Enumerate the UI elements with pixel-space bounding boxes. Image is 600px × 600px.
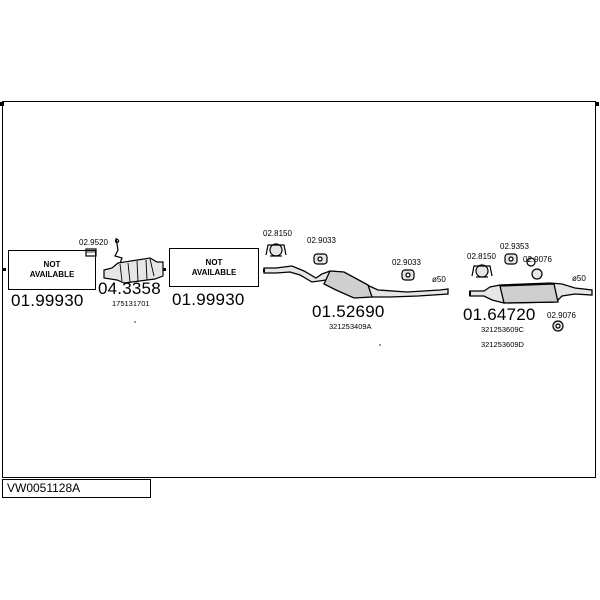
- not-available-box-middle: NOT AVAILABLE: [169, 248, 259, 287]
- hanger-b-drawing: [401, 269, 415, 281]
- part-number-hanger-d: 02.9076: [523, 255, 552, 264]
- part-number-hanger-b: 02.9033: [392, 258, 421, 267]
- part-number-clamp-a: 02.8150: [263, 229, 292, 238]
- catalyst-bracket-drawing: [114, 237, 123, 267]
- part-number-rear-silencer: 01.64720: [463, 305, 536, 324]
- hanger-a-drawing: [313, 253, 328, 265]
- part-tick-left: [3, 268, 6, 271]
- middle-silencer-drawing: [263, 265, 449, 299]
- clamp-b-drawing: [471, 264, 493, 278]
- hanger-c-drawing: [504, 253, 518, 265]
- diameter-label-b: ø50: [572, 274, 586, 283]
- hanger-d-drawing: [526, 257, 543, 280]
- not-available-line2: AVAILABLE: [191, 267, 237, 277]
- part-number-catalyst-gasket: 02.9520: [79, 238, 108, 247]
- part-number-middle-na: 01.99930: [172, 290, 245, 309]
- diameter-label-a: ø50: [432, 275, 446, 284]
- not-available-line1: NOT: [43, 260, 61, 269]
- frame-tick-left: [0, 102, 4, 106]
- rear-silencer-drawing: [469, 282, 593, 304]
- oem-middle-silencer: 321253409A: [329, 322, 372, 331]
- dot-mark: [134, 321, 136, 323]
- part-number-hanger-a: 02.9033: [307, 236, 336, 245]
- catalog-code: VW0051128A: [2, 479, 151, 498]
- catalyst-gasket-drawing: [85, 248, 97, 257]
- part-number-hanger-c: 02.9353: [500, 242, 529, 251]
- not-available-line2: AVAILABLE: [29, 270, 75, 279]
- oem-rear-silencer-1: 321253609C: [481, 325, 524, 334]
- frame-tick-right: [595, 102, 599, 106]
- part-number-hanger-e: 02.9076: [547, 311, 576, 320]
- catalyst-drawing: [103, 257, 164, 284]
- part-number-middle-silencer: 01.52690: [312, 302, 385, 321]
- clamp-a-drawing: [265, 243, 287, 257]
- part-number-clamp-b: 02.8150: [467, 252, 496, 261]
- part-number-front-pipe: 01.99930: [11, 291, 84, 310]
- not-available-line1: NOT: [205, 257, 223, 267]
- dot-mark: [379, 344, 381, 346]
- not-available-box-front: NOT AVAILABLE: [8, 250, 96, 290]
- oem-catalyst: 175131701: [112, 299, 150, 308]
- diagram-frame: [2, 101, 596, 478]
- part-number-catalyst: 04.3358: [98, 279, 161, 298]
- hanger-e-drawing: [552, 320, 564, 332]
- oem-rear-silencer-2: 321253609D: [481, 340, 524, 349]
- part-tick-middle: [163, 268, 166, 271]
